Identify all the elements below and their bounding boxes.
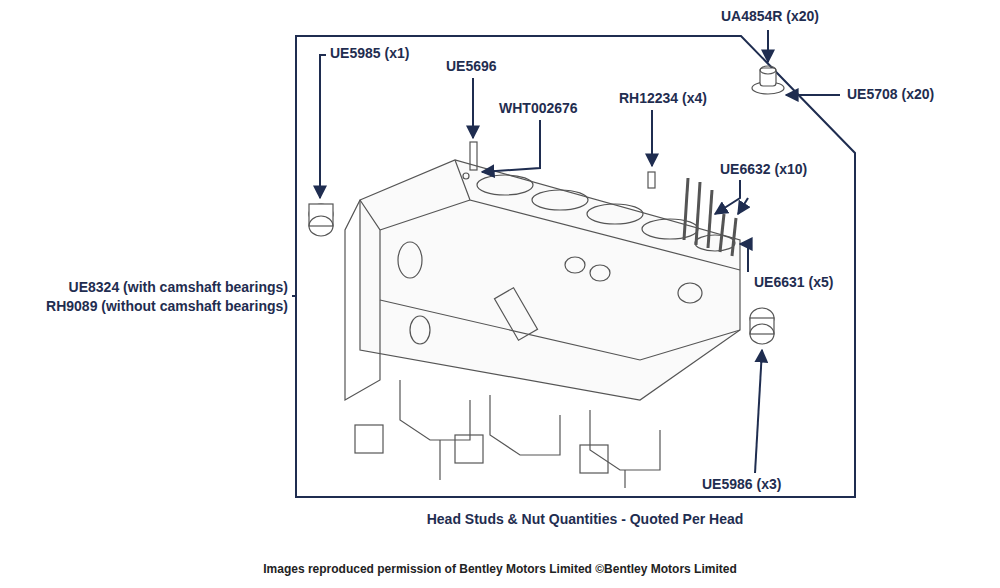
caption: Head Studs & Nut Quantities - Quoted Per… [425, 511, 746, 528]
part-number: UE6631 (x5) [752, 274, 835, 291]
part-number: UE8324 (with camshaft bearings) [67, 279, 290, 296]
bracket-line [292, 295, 296, 297]
engine-block [309, 66, 784, 488]
part-number: WHT002676 [497, 100, 580, 117]
part-number: UE5985 (x1) [328, 45, 411, 62]
copyright-note: Images reproduced permission of Bentley … [261, 561, 739, 578]
frame-outline [296, 36, 855, 497]
leader-lines [320, 30, 840, 473]
part-number: UE5986 (x3) [700, 476, 783, 493]
part-number: UE5708 (x20) [845, 86, 936, 103]
part-number: UA4854R (x20) [719, 8, 821, 25]
part-number: RH9089 (without camshaft bearings) [44, 298, 290, 315]
part-number: UE6632 (x10) [718, 161, 809, 178]
part-number: RH12234 (x4) [617, 90, 709, 107]
part-number: UE5696 [444, 58, 499, 75]
